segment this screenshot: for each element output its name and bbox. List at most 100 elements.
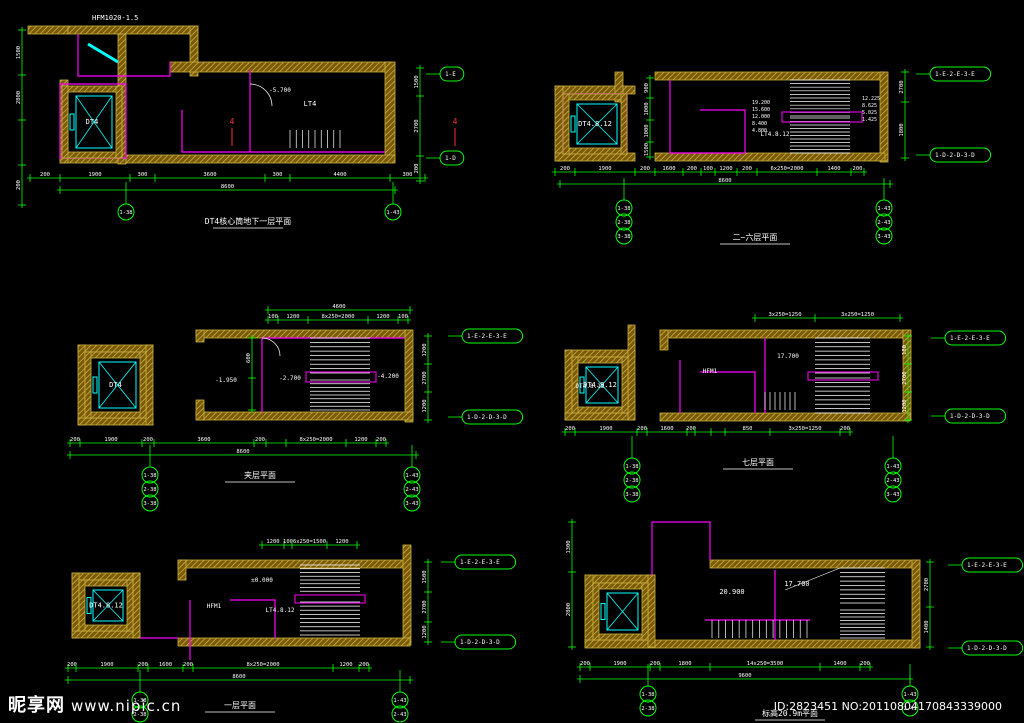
plan-title-text: 七层平面 <box>742 458 774 467</box>
dimension-label: 180 <box>902 345 908 355</box>
axis-circle <box>384 203 402 221</box>
dimension-label: 3-43 <box>405 501 418 507</box>
dimension-label: 2-38 <box>143 487 156 493</box>
level-label: 8.400 <box>752 121 767 127</box>
dimension-label: 200 <box>565 426 575 432</box>
wall <box>115 85 123 159</box>
wall <box>195 399 205 421</box>
dimension-label: 1400 <box>833 661 846 667</box>
wall <box>562 93 628 101</box>
dimension-label: 200 <box>143 437 153 443</box>
dimension-label: 3-38 <box>625 492 638 498</box>
side-axis: 1-E-2-E-3-E <box>441 554 517 570</box>
wall <box>139 351 147 419</box>
wall <box>659 329 669 351</box>
section-mark: 4 <box>453 117 458 126</box>
dimension-label: 8600 <box>718 178 731 184</box>
dimension-row: 9600 <box>577 673 913 683</box>
counterweight <box>92 376 98 394</box>
plan-title: 二~六层平面 <box>720 232 790 245</box>
outline <box>181 110 385 153</box>
dimension-label: 8x250=2000 <box>321 314 354 320</box>
dimension-label: 8x250=2000 <box>299 437 332 443</box>
plan-title-text: 标高20.9m平面 <box>762 708 818 718</box>
axis-circle <box>391 705 409 723</box>
dimension-label: 200 <box>687 166 697 172</box>
axis-bubble: 1-43 <box>384 203 402 221</box>
dimension-label: 1200 <box>335 539 348 545</box>
axis-circle <box>875 227 893 245</box>
dimension-label: 8x250=2000 <box>246 662 279 668</box>
dimension-label: 1-E-2-E-3-E <box>950 335 990 342</box>
dimension-label: 1300 <box>566 540 572 553</box>
axis-circle <box>615 227 633 245</box>
dimension-label: 900 <box>644 83 650 93</box>
axis-bubble: 1-38 <box>131 691 149 709</box>
dimension-label: 1-D-2-D-3-D <box>935 152 975 159</box>
wall <box>384 61 396 163</box>
dimension-label: 1200 <box>422 625 428 638</box>
dimension-label: 8600 <box>232 674 245 680</box>
dimension-label: 1-43 <box>393 698 406 704</box>
dimension-label: 1600 <box>662 166 675 172</box>
plan-title: 夹层平面 <box>225 470 295 483</box>
door-swing <box>261 337 281 357</box>
door-swing <box>249 83 273 107</box>
wall <box>621 356 629 414</box>
dimension-label: 1200 <box>902 399 908 412</box>
axis-bubble: 2-43 <box>884 471 902 489</box>
outline <box>652 521 711 560</box>
elevator-label: DT4.8.12 <box>89 602 123 610</box>
side-axis: 1-D <box>426 150 465 166</box>
wall <box>592 582 600 641</box>
axis-bubble: 2-43 <box>403 480 421 498</box>
axis-bubble: 3-43 <box>884 485 902 503</box>
elevator-car <box>576 103 618 145</box>
dimension-label: 2-43 <box>393 712 406 718</box>
level-label: 1.425 <box>862 117 877 123</box>
dimension-label: 1-43 <box>877 206 890 212</box>
wall <box>584 574 594 648</box>
dimension-label: 200 <box>840 426 850 432</box>
dimension-label: 200 <box>686 426 696 432</box>
axis-oval <box>461 409 524 425</box>
stair-flight <box>790 79 850 117</box>
wall <box>78 624 134 632</box>
dimension-label: 200 <box>853 166 863 172</box>
wall <box>562 147 628 155</box>
wall <box>659 412 911 422</box>
dimension-label: 1-43 <box>903 692 916 698</box>
dimension-label: 1-38 <box>119 210 132 216</box>
axis-circle <box>639 685 657 703</box>
axis-bubble: 3-38 <box>615 227 633 245</box>
wall <box>911 559 921 649</box>
dimension-label: 1-38 <box>617 206 630 212</box>
dimension-label: 1600 <box>660 426 673 432</box>
level-label: 5.025 <box>862 110 877 116</box>
dimension-label: 1900 <box>100 662 113 668</box>
wall <box>654 71 886 81</box>
axis-circle <box>623 485 641 503</box>
dimension-label: 8600 <box>221 184 234 190</box>
dimension-label: 2-43 <box>886 478 899 484</box>
elevator-car <box>606 592 639 631</box>
dimension-label: 2-43 <box>877 220 890 226</box>
dimension-label: 9600 <box>738 673 751 679</box>
dimension-label: 600 <box>246 353 252 363</box>
wall <box>709 559 921 569</box>
dimension-label: 1900 <box>599 426 612 432</box>
stair-label: LT4.8.12 <box>761 131 790 138</box>
axis-circle <box>117 203 135 221</box>
axis-circle <box>875 213 893 231</box>
side-axis: 1-D-2-D-3-D <box>448 409 524 425</box>
dimension-label: 4600 <box>332 304 345 310</box>
dimension-column: 600 <box>246 335 256 413</box>
plan-title-text: 二~六层平面 <box>733 232 778 242</box>
